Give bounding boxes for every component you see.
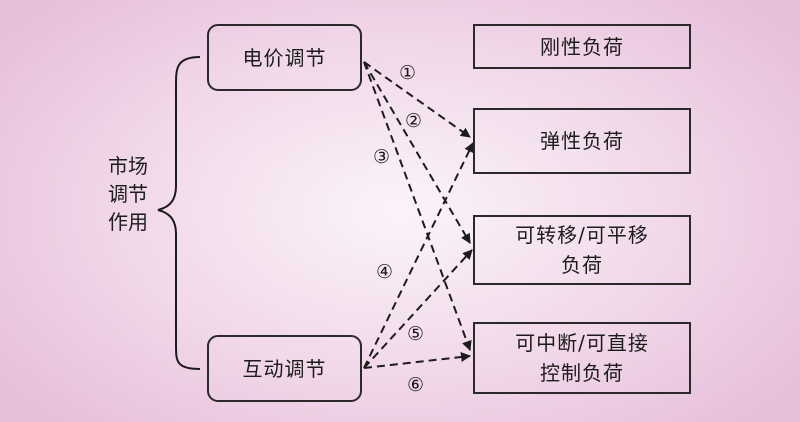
- price-regulation-box: 电价调节: [207, 24, 362, 91]
- shiftable-load-text: 可转移/可平移 负荷: [515, 223, 649, 277]
- shiftable-load-box: 可转移/可平移 负荷: [473, 215, 691, 285]
- interaction-regulation-box: 互动调节: [207, 335, 362, 402]
- arrow-2: [363, 61, 471, 244]
- elastic-load-text: 弹性负荷: [540, 129, 624, 153]
- market-regulation-label: 市场 调节 作用: [108, 154, 148, 234]
- arrow-1: [363, 61, 471, 138]
- arrow-label-4: ④: [376, 261, 393, 283]
- arrow-label-1: ①: [399, 62, 416, 84]
- arrow-3: [363, 61, 472, 351]
- interruptible-load-text: 可中断/可直接 控制负荷: [515, 331, 649, 385]
- elastic-load-box: 弹性负荷: [473, 108, 691, 174]
- arrow-label-5: ⑤: [407, 323, 424, 345]
- arrow-5: [363, 249, 473, 369]
- arrow-label-2: ②: [405, 110, 422, 132]
- rigid-load-text: 刚性负荷: [540, 34, 624, 59]
- price-regulation-text: 电价调节: [242, 45, 327, 70]
- arrow-label-3: ③: [373, 146, 390, 168]
- arrow-6: [363, 352, 471, 369]
- curly-brace: [157, 56, 201, 370]
- arrow-4: [363, 142, 474, 369]
- rigid-load-box: 刚性负荷: [473, 24, 691, 69]
- arrow-label-6: ⑥: [407, 374, 424, 396]
- interaction-regulation-text: 互动调节: [242, 356, 327, 381]
- interruptible-load-box: 可中断/可直接 控制负荷: [473, 322, 691, 394]
